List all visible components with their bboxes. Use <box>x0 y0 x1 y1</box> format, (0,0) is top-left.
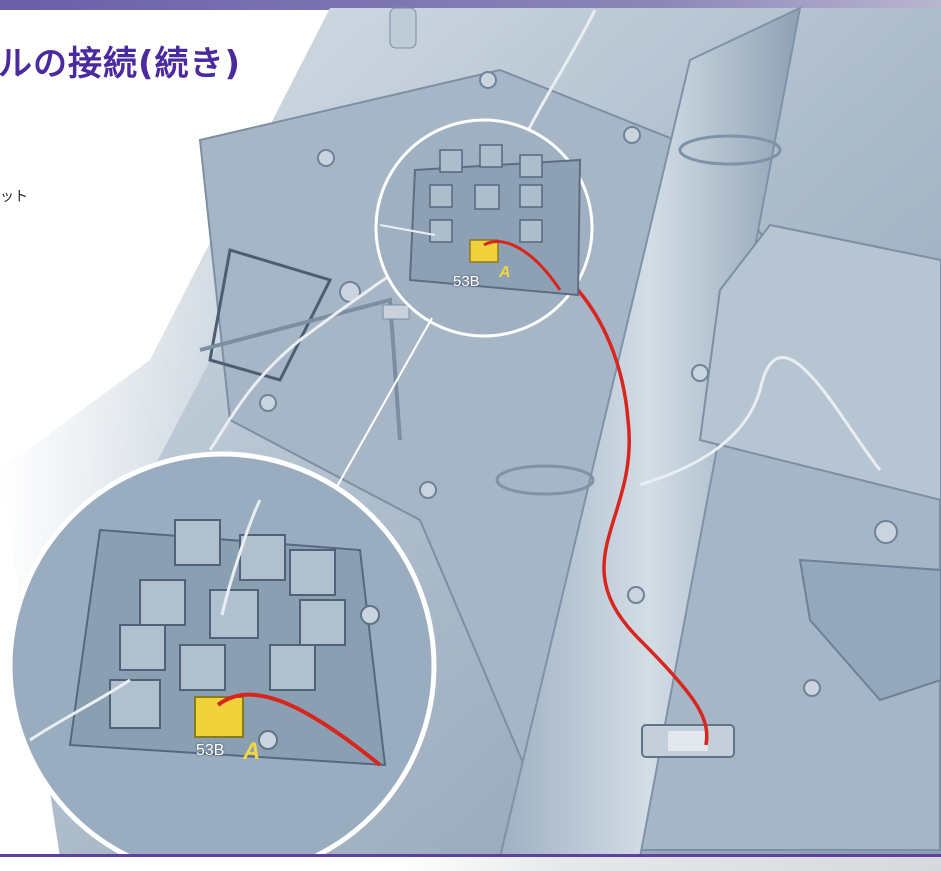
lower-zoom-circle <box>7 451 437 871</box>
connector-label-small: 53B <box>453 273 480 290</box>
bottom-divider <box>0 854 941 857</box>
upper-zoom-circle <box>374 118 594 338</box>
letter-label-small: A <box>499 264 511 281</box>
page-title: ルの接続(続き) <box>0 44 242 84</box>
connector-label-large: 53B <box>196 742 225 759</box>
side-text-fragment: ット <box>0 189 28 205</box>
top-color-bar <box>0 0 941 10</box>
bottom-strip <box>0 857 941 871</box>
letter-label-large: A <box>243 738 261 765</box>
